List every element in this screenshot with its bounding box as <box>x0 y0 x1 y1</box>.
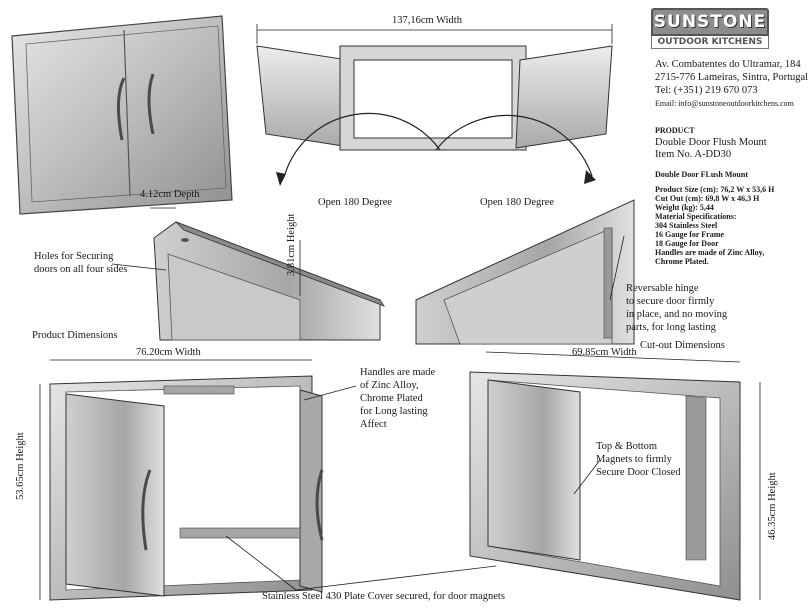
cutout-view <box>469 351 761 601</box>
product-width-label: 76.20cm Width <box>136 347 201 358</box>
product-dimensions-title: Product Dimensions <box>32 330 118 341</box>
open-right-label: Open 180 Degree <box>480 197 555 208</box>
product-height-label: 53.65cm Height <box>15 432 26 500</box>
depth-label: 4.12cm Depth <box>140 189 200 200</box>
spec-title: Double Door FLush Mount <box>655 170 748 179</box>
hinge-label-4: parts, for long lasting <box>626 322 716 333</box>
hinge-detail-right <box>415 199 635 345</box>
handles-label-1: Handles are made <box>360 367 436 378</box>
spec-material-3: 18 Gauge for Door <box>655 239 719 248</box>
handles-label-4: for Long lasting <box>360 406 428 417</box>
cutout-width-label: 69.85cm Width <box>572 347 637 358</box>
cutout-dimensions-title: Cut-out Dimensions <box>640 340 725 351</box>
spec-cutout: Cut Out (cm): 69,8 W x 46,3 H <box>655 194 760 203</box>
magnets-label-2: Magnets to firmly <box>596 454 672 465</box>
spec-material-5: Chrome Plated. <box>655 257 709 266</box>
callout-lines <box>111 235 625 591</box>
email: Email: info@sunstoneoutdoorkitchens.com <box>655 99 794 108</box>
open-door-view <box>256 24 613 186</box>
open-left-label: Open 180 Degree <box>318 197 393 208</box>
holes-label-2: doors on all four sides <box>34 264 128 275</box>
holes-label-1: Holes for Securing <box>34 251 114 262</box>
spec-weight: Weight (kg): 5,44 <box>655 203 714 212</box>
open-width-label: 137,16cm Width <box>392 15 462 26</box>
address-line-2: 2715-776 Lameiras, Sintra, Portugal <box>655 72 808 83</box>
hinge-label-2: to secure door firmly <box>626 296 715 307</box>
hinge-label-3: in place, and no moving <box>626 309 728 320</box>
spec-material-2: 16 Gauge for Frame <box>655 230 724 239</box>
product-heading: PRODUCT <box>655 126 695 135</box>
closed-door-view <box>11 15 233 215</box>
magnets-label-3: Secure Door Closed <box>596 467 681 478</box>
hinge-label-1: Reversable hinge <box>626 283 699 294</box>
edge-detail-left <box>150 207 386 341</box>
telephone: Tel: (+351) 219 670 073 <box>655 85 758 96</box>
handles-label-5: Affect <box>360 419 387 430</box>
height-381-label: 3.81cm Height <box>286 213 297 276</box>
cutout-height-label: 46.35cm Height <box>767 472 778 540</box>
product-view <box>39 359 324 601</box>
logo-sub-text: OUTDOOR KITCHENS <box>651 36 769 49</box>
logo-main-text: SUNSTONE <box>651 8 769 36</box>
brand-logo: SUNSTONE OUTDOOR KITCHENS <box>651 8 769 49</box>
handles-label-2: of Zinc Alloy, <box>360 380 419 391</box>
spec-material-1: 304 Stainless Steel <box>655 221 718 230</box>
spec-material-heading: Material Specifications: <box>655 212 737 221</box>
magnets-label-1: Top & Bottom <box>596 441 658 452</box>
handles-label-3: Chrome Plated <box>360 393 423 404</box>
plate-cover-label: Stainless Steel 430 Plate Cover secured,… <box>262 591 505 602</box>
spec-size: Product Size (cm): 76,2 W x 53,6 H <box>655 185 775 194</box>
spec-material-4: Handles are made of Zinc Alloy, <box>655 248 765 257</box>
product-name: Double Door Flush Mount <box>655 137 767 148</box>
product-item-number: Item No. A-DD30 <box>655 149 732 160</box>
address-line-1: Av. Combatentes do Ultramar, 184 <box>655 59 801 70</box>
